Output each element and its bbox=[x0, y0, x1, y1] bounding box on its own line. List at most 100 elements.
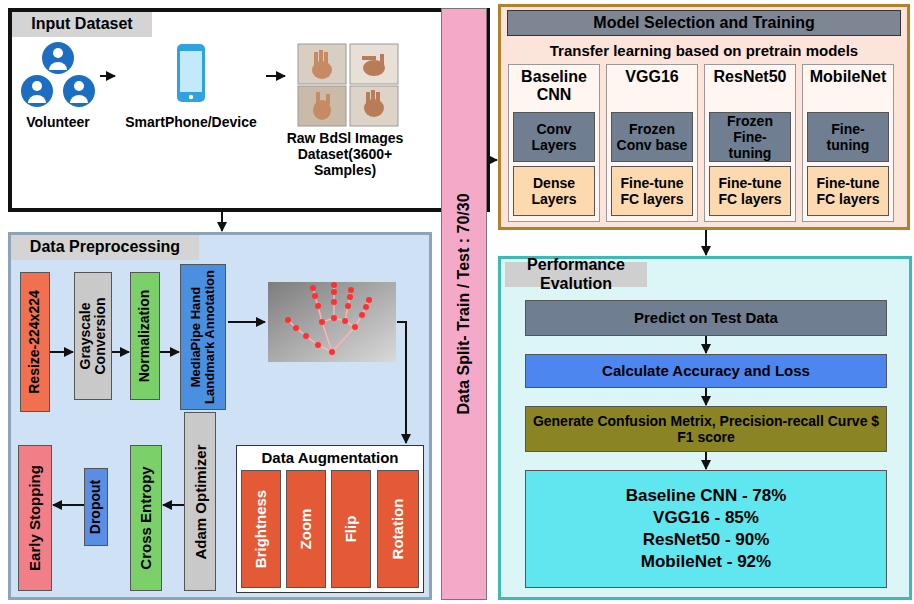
rotated-label: Brightness bbox=[242, 471, 280, 587]
connector-arrow bbox=[100, 75, 115, 77]
label: Model Selection and Training bbox=[593, 14, 814, 32]
connector-arrow bbox=[705, 230, 707, 255]
box-text: Fine-tuning bbox=[810, 113, 886, 161]
rotated-label: Dropout bbox=[85, 469, 107, 545]
connector-arrow bbox=[112, 351, 129, 353]
label: Zoom bbox=[298, 509, 315, 550]
label: Data Augmentation bbox=[237, 449, 423, 466]
process-box: Fine-tune FC layers bbox=[611, 166, 693, 216]
label: Rotation bbox=[390, 499, 407, 560]
process-box: Resize-224x224 bbox=[20, 272, 50, 412]
label: Input Dataset bbox=[31, 15, 132, 33]
rotated-label: Data Split- Train / Test : 70/30 bbox=[442, 9, 486, 599]
caption: SmartPhone/Device bbox=[116, 114, 266, 130]
rotated-label: Early Stopping bbox=[19, 446, 51, 590]
box-text: Generate Confusion Metrix, Precision-rec… bbox=[528, 407, 884, 451]
rotated-label: Zoom bbox=[287, 471, 325, 587]
heading: VGG16 bbox=[607, 68, 697, 86]
panel-title: Model Selection and Training bbox=[507, 10, 901, 36]
box-text: Fine-tune FC layers bbox=[614, 167, 690, 215]
process-box: Fine-tuning bbox=[807, 112, 889, 162]
label: Dense Layers bbox=[516, 175, 592, 207]
label: ResNet50 bbox=[705, 68, 795, 86]
label: MobileNet - 92% bbox=[641, 551, 771, 573]
model-column: Baseline CNN Conv LayersDense Layers bbox=[508, 64, 600, 222]
panel: Model Selection and TrainingTransfer lea… bbox=[498, 4, 910, 230]
rotated-label: Grayscale Conversion bbox=[75, 273, 111, 399]
connector-arrow bbox=[487, 159, 497, 161]
label: Grayscale Conversion bbox=[78, 273, 109, 399]
label: VGG16 - 85% bbox=[653, 507, 759, 529]
rotated-label: Rotation bbox=[378, 471, 418, 587]
model-column: MobileNetFine-tuningFine-tune FC layers bbox=[802, 64, 894, 222]
label: VGG16 bbox=[607, 68, 697, 86]
panel-title: Performance Evalution bbox=[505, 262, 647, 287]
connector-arrow bbox=[50, 351, 73, 353]
connector-arrow bbox=[221, 212, 223, 231]
box-text: Dense Layers bbox=[516, 167, 592, 215]
panel-title: Transfer learning based on pretrain mode… bbox=[501, 40, 907, 62]
label: Raw BdSl Images Dataset(3600+ Samples) bbox=[286, 130, 404, 178]
process-box: Adam Optimizer bbox=[184, 412, 216, 591]
label: Performance Evalution bbox=[505, 256, 647, 293]
label: Early Stopping bbox=[27, 465, 44, 571]
label: Normalization bbox=[137, 290, 152, 383]
panel: Performance EvalutionPredict on Test Dat… bbox=[498, 256, 912, 600]
label: Data Split- Train / Test : 70/30 bbox=[455, 193, 473, 414]
caption: Raw BdSl Images Dataset(3600+ Samples) bbox=[286, 130, 404, 178]
connector-arrow bbox=[705, 388, 707, 405]
label: Volunteer bbox=[16, 114, 100, 130]
label: Fine-tune FC layers bbox=[614, 175, 690, 207]
panel-title: Data Preprocessing bbox=[11, 235, 199, 260]
connector-arrow bbox=[266, 75, 285, 77]
box-text: Fine-tune FC layers bbox=[712, 167, 788, 215]
rotated-label: MediaPipe Hand Landmark Annotation bbox=[181, 265, 225, 409]
label: Fine-tune FC layers bbox=[712, 175, 788, 207]
process-box: Dropout bbox=[84, 468, 108, 546]
process-box: Frozen Conv base bbox=[611, 112, 693, 162]
heading: Baseline CNN bbox=[509, 68, 599, 105]
connector-arrow bbox=[705, 336, 707, 353]
process-box: Cross Entropy bbox=[130, 445, 162, 591]
label: Baseline CNN - 78% bbox=[626, 485, 787, 507]
rotated-label: Normalization bbox=[131, 273, 159, 399]
process-box: MediaPipe Hand Landmark Annotation bbox=[180, 264, 226, 410]
group-box: Data AugmentationBrightness Zoom Flip Rotat… bbox=[236, 445, 424, 593]
box-text: Baseline CNN - 78%VGG16 - 85%ResNet50 - … bbox=[528, 471, 884, 587]
connector-arrow bbox=[163, 504, 184, 506]
heading: MobileNet bbox=[803, 68, 893, 86]
heading: Data Augmentation bbox=[237, 449, 423, 466]
label: Fine-tuning bbox=[810, 121, 886, 153]
process-box: Calculate Accuracy and Loss bbox=[525, 354, 887, 388]
process-box: Early Stopping bbox=[18, 445, 52, 591]
label: Cross Entropy bbox=[138, 466, 155, 569]
process-box: Conv Layers bbox=[513, 112, 595, 162]
process-box: Generate Confusion Metrix, Precision-rec… bbox=[525, 406, 887, 452]
heading: ResNet50 bbox=[705, 68, 795, 86]
label: Data Preprocessing bbox=[30, 238, 180, 256]
label: Adam Optimizer bbox=[192, 444, 209, 559]
split-bar: Data Split- Train / Test : 70/30 bbox=[441, 8, 487, 600]
rotated-label: Resize-224x224 bbox=[21, 273, 49, 411]
box-text: Frozen Conv base bbox=[614, 113, 690, 161]
process-box: Zoom bbox=[286, 470, 326, 588]
process-box: Frozen Fine-tuning bbox=[709, 112, 791, 162]
label: Dropout bbox=[88, 480, 103, 534]
label: MobileNet bbox=[803, 68, 893, 86]
process-box: Flip bbox=[331, 470, 371, 588]
process-box: Rotation bbox=[377, 470, 419, 588]
label: Brightness bbox=[253, 490, 270, 568]
rotated-label: Cross Entropy bbox=[131, 446, 161, 590]
box-text: Conv Layers bbox=[516, 113, 592, 161]
box-text: Predict on Test Data bbox=[528, 301, 884, 335]
rotated-label: Flip bbox=[332, 471, 370, 587]
process-box: Predict on Test Data bbox=[525, 300, 887, 336]
label: Frozen Conv base bbox=[614, 121, 690, 153]
label: SmartPhone/Device bbox=[116, 114, 266, 130]
box-text: Calculate Accuracy and Loss bbox=[528, 355, 884, 387]
caption: Volunteer bbox=[16, 114, 100, 130]
process-box: Grayscale Conversion bbox=[74, 272, 112, 400]
panel: Input DatasetVolunteer SmartPhone/DeviceR… bbox=[8, 8, 490, 212]
label: Predict on Test Data bbox=[634, 309, 778, 326]
process-box: Fine-tune FC layers bbox=[709, 166, 791, 216]
